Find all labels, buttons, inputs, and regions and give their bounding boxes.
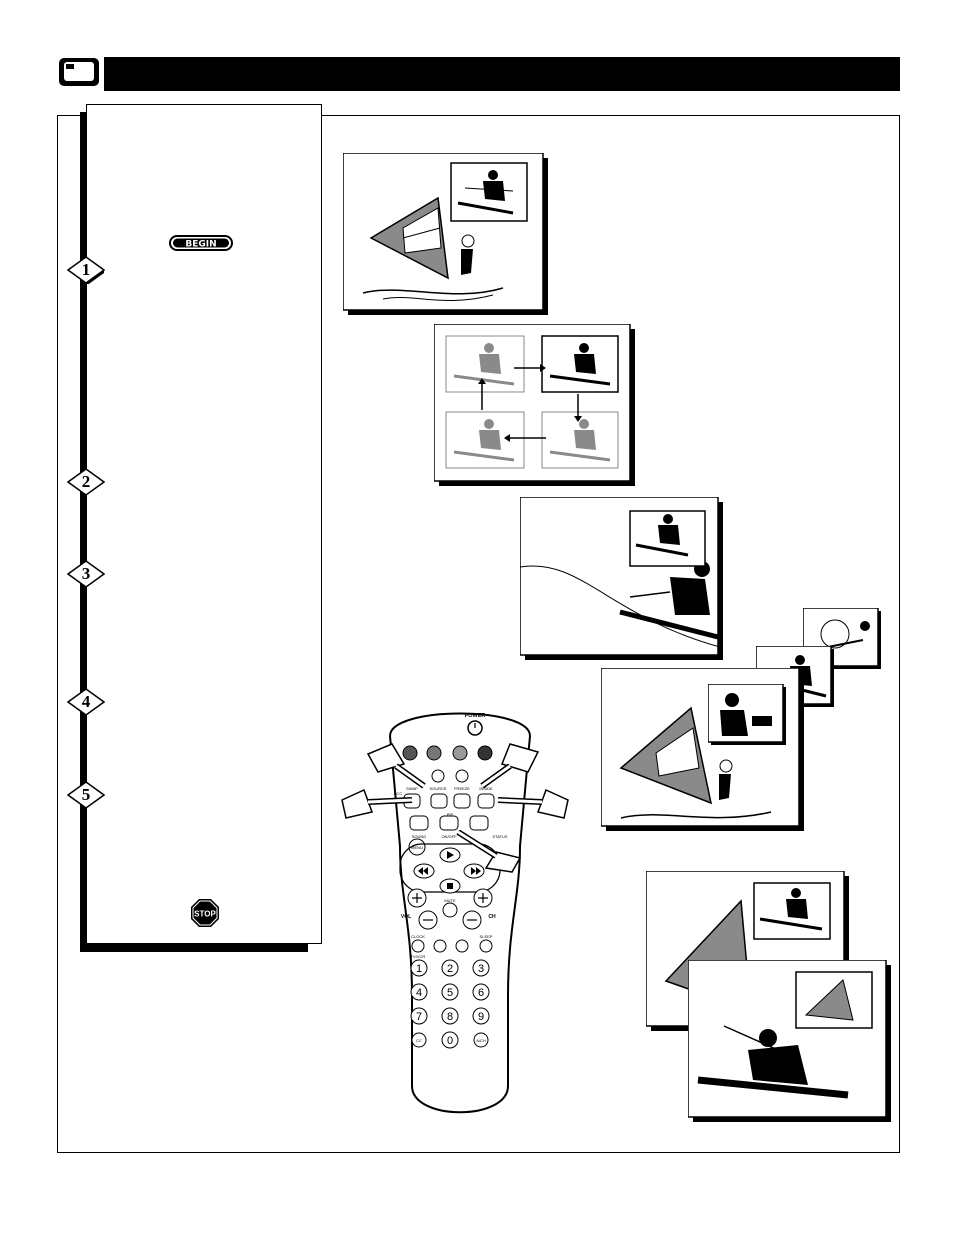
svg-text:SLEEP: SLEEP (480, 934, 493, 939)
pip-onoff-button[interactable] (439, 815, 459, 831)
key-1[interactable] (410, 959, 428, 977)
key-6[interactable] (472, 983, 490, 1001)
screen-strobe-quadrants (433, 323, 636, 491)
screen-ski-main-windsurf-pip (687, 959, 891, 1127)
step-number: 1 (81, 260, 91, 279)
freeze-button[interactable] (453, 793, 471, 809)
screen-windsurf-with-pip (342, 152, 549, 320)
svg-text:CLOCK: CLOCK (411, 934, 425, 939)
pip-frame-small-1 (707, 683, 788, 751)
svg-text:ON/OFF: ON/OFF (441, 834, 457, 839)
key-0[interactable] (441, 1031, 459, 1049)
step-number: 4 (81, 692, 91, 711)
svg-text:CH: CH (488, 914, 496, 920)
svg-text:PIP: PIP (447, 812, 454, 817)
remote-control: POWER SWAP SOURCE FREEZE INSIDE ACC PIP … (340, 696, 580, 1131)
pause-button[interactable] (455, 939, 469, 953)
ach-button[interactable] (473, 1032, 489, 1048)
begin-badge: BEGIN (169, 235, 233, 251)
key-9[interactable] (472, 1007, 490, 1025)
svg-text:INSIDE: INSIDE (479, 786, 493, 791)
header-bar (104, 57, 900, 91)
svg-text:SOUND: SOUND (412, 834, 427, 839)
hand-pointer-icon (480, 742, 542, 797)
mute-button[interactable] (442, 902, 458, 918)
hand-pointer-icon (456, 829, 522, 879)
svg-text:MENU: MENU (411, 845, 423, 850)
svg-text:6: 6 (478, 987, 484, 999)
step-3-marker: 3 (66, 560, 106, 588)
step-2-marker: 2 (66, 468, 106, 496)
power-label: POWER (465, 713, 486, 719)
key-7[interactable] (410, 1007, 428, 1025)
key-8[interactable] (441, 1007, 459, 1025)
step-5-marker: 5 (66, 781, 106, 809)
screen-skier-with-pip (519, 496, 723, 665)
svg-text:A/CH: A/CH (476, 1038, 486, 1043)
blue-button[interactable] (477, 745, 493, 761)
inside-button[interactable] (477, 793, 495, 809)
step-1-marker: 1 (66, 256, 106, 286)
svg-text:MUTE: MUTE (444, 898, 456, 903)
green-button[interactable] (426, 745, 442, 761)
svg-text:CC: CC (416, 1038, 422, 1043)
svg-text:9: 9 (478, 1011, 484, 1023)
svg-text:7: 7 (416, 1011, 422, 1023)
svg-text:SWAP: SWAP (406, 786, 418, 791)
keypad: 1 2 3 4 5 6 7 8 9 0 (410, 959, 490, 1049)
svg-text:ACC: ACC (394, 791, 403, 796)
stop-icon: STOP (190, 898, 220, 928)
key-3[interactable] (472, 959, 490, 977)
yellow-button[interactable] (452, 745, 468, 761)
tv-icon (58, 57, 100, 87)
svg-text:VOL: VOL (401, 914, 411, 920)
cc-button[interactable] (411, 1032, 427, 1048)
key-4[interactable] (410, 983, 428, 1001)
svg-text:8: 8 (447, 1011, 453, 1023)
step-4-marker: 4 (66, 688, 106, 716)
menu-button[interactable] (408, 838, 426, 856)
svg-text:5: 5 (447, 987, 453, 999)
step-number: 5 (81, 785, 91, 804)
hand-pointer-icon (496, 788, 570, 827)
svg-text:FREEZE: FREEZE (454, 786, 470, 791)
svg-text:TV/VCR: TV/VCR (411, 954, 426, 959)
star-button[interactable] (433, 939, 447, 953)
step-number: 2 (81, 472, 91, 491)
key-5[interactable] (441, 983, 459, 1001)
svg-text:SOURCE: SOURCE (429, 786, 446, 791)
svg-text:3: 3 (478, 963, 484, 975)
clock-button[interactable] (411, 939, 425, 953)
content-frame (57, 115, 900, 1153)
svg-text:2: 2 (447, 963, 453, 975)
svg-text:4: 4 (416, 987, 422, 999)
step-number: 3 (81, 564, 91, 583)
hand-pointer-icon (340, 788, 414, 827)
key-2[interactable] (441, 959, 459, 977)
red-button[interactable] (402, 745, 418, 761)
status-button[interactable] (469, 815, 489, 831)
sleep-button[interactable] (479, 939, 493, 953)
sound-button[interactable] (409, 815, 429, 831)
svg-text:1: 1 (416, 963, 422, 975)
instructions-sidebar (86, 104, 322, 944)
begin-label: BEGIN (185, 240, 216, 250)
stop-label: STOP (194, 910, 216, 919)
source-button[interactable] (430, 793, 448, 809)
svg-text:0: 0 (447, 1035, 453, 1047)
svg-text:STATUS: STATUS (492, 834, 508, 839)
hand-pointer-icon (366, 742, 426, 797)
